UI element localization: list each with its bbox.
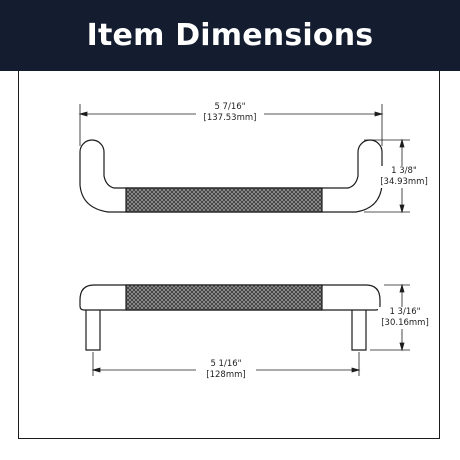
handle-side-view <box>79 284 381 351</box>
height-mm: [30.16mm] <box>381 318 429 328</box>
center-mm: [128mm] <box>206 370 246 380</box>
projection-mm: [34.93mm] <box>380 177 428 187</box>
length-label: 5 7/16" [137.53mm] <box>196 102 264 124</box>
knurled-grip-top <box>125 187 323 213</box>
title-banner: Item Dimensions <box>0 0 460 71</box>
length-mm: [137.53mm] <box>203 113 257 123</box>
projection-inches: 1 3/8" <box>391 166 417 176</box>
center-label: 5 1/16" [128mm] <box>196 359 256 381</box>
page-title: Item Dimensions <box>86 18 374 53</box>
center-inches: 5 1/16" <box>210 359 242 369</box>
diagram-frame <box>18 71 440 439</box>
length-inches: 5 7/16" <box>214 102 246 112</box>
projection-label: 1 3/8" [34.93mm] <box>378 166 430 188</box>
height-inches: 1 3/16" <box>389 307 421 317</box>
height-label: 1 3/16" [30.16mm] <box>378 307 432 329</box>
knurled-grip-side <box>125 284 323 311</box>
handle-top-view <box>79 139 383 213</box>
